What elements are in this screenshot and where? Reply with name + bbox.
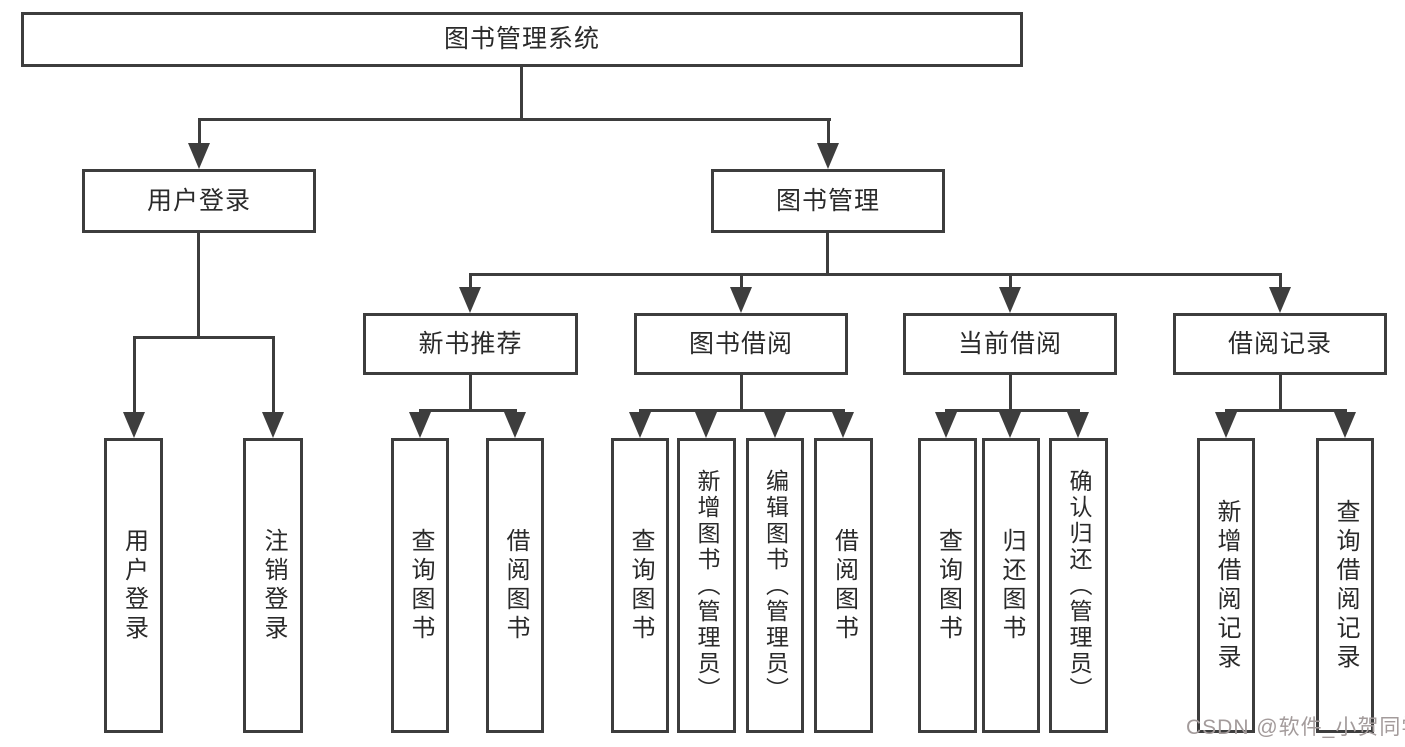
- arrow-down-icon: [695, 412, 717, 438]
- leaf-borrow-book-2-label: 借阅图书: [830, 527, 858, 644]
- arrow-down-icon: [935, 412, 957, 438]
- arrow-down-icon: [629, 412, 651, 438]
- leaf-edit-book: 编辑图书（管理员）: [746, 438, 804, 733]
- arrow-down-icon: [1269, 287, 1291, 313]
- leaf-confirm-return: 确认归还（管理员）: [1049, 438, 1108, 733]
- arrow-down-icon: [504, 412, 526, 438]
- connector-line: [1279, 273, 1282, 293]
- connector-line: [197, 233, 200, 339]
- leaf-user-login: 用户登录: [104, 438, 163, 733]
- leaf-return-book-label: 归还图书: [998, 527, 1025, 644]
- leaf-query-book-1-label: 查询图书: [407, 527, 434, 644]
- node-current-borrow: 当前借阅: [903, 313, 1117, 375]
- leaf-user-login-label: 用户登录: [120, 527, 148, 644]
- leaf-query-book-3-label: 查询图书: [934, 527, 962, 644]
- leaf-logout: 注销登录: [243, 438, 303, 733]
- leaf-edit-book-label: 编辑图书（管理员）: [762, 468, 789, 703]
- node-book-mgmt: 图书管理: [711, 169, 945, 233]
- arrow-down-icon: [409, 412, 431, 438]
- arrow-down-icon: [188, 143, 210, 169]
- connector-line: [198, 118, 831, 121]
- node-new-book-rec: 新书推荐: [363, 313, 578, 375]
- node-new-book-rec-label: 新书推荐: [418, 329, 523, 358]
- connector-line: [469, 375, 472, 412]
- connector-line: [133, 336, 274, 339]
- connector-line: [469, 273, 1281, 276]
- leaf-confirm-return-label: 确认归还（管理员）: [1066, 468, 1092, 703]
- leaf-return-book: 归还图书: [982, 438, 1040, 733]
- connector-line: [826, 233, 829, 276]
- connector-line: [827, 118, 830, 149]
- leaf-add-record-label: 新增借阅记录: [1213, 498, 1240, 673]
- leaf-borrow-book-1: 借阅图书: [486, 438, 544, 733]
- node-root-label: 图书管理系统: [443, 25, 600, 53]
- arrow-down-icon: [730, 287, 752, 313]
- connector-line: [740, 375, 743, 412]
- node-user-login: 用户登录: [82, 169, 316, 233]
- node-root: 图书管理系统: [21, 12, 1023, 67]
- arrow-down-icon: [832, 412, 854, 438]
- leaf-borrow-book-1-label: 借阅图书: [502, 527, 529, 644]
- connector-line: [1009, 375, 1012, 412]
- leaf-logout-label: 注销登录: [260, 527, 287, 644]
- arrow-down-icon: [262, 412, 284, 438]
- leaf-query-book-2: 查询图书: [611, 438, 669, 733]
- connector-line: [198, 118, 201, 149]
- arrow-down-icon: [1334, 412, 1356, 438]
- leaf-query-book-2-label: 查询图书: [627, 527, 654, 644]
- node-user-login-label: 用户登录: [146, 186, 251, 215]
- leaf-add-book-label: 新增图书（管理员）: [694, 468, 720, 703]
- csdn-watermark: CSDN @软件_小贺同学: [1186, 716, 1405, 739]
- leaf-query-book-1: 查询图书: [391, 438, 449, 733]
- arrow-down-icon: [123, 412, 145, 438]
- connector-line: [1279, 375, 1282, 412]
- node-book-borrow-label: 图书借阅: [688, 329, 793, 358]
- leaf-add-record: 新增借阅记录: [1197, 438, 1255, 733]
- leaf-query-record-label: 查询借阅记录: [1332, 498, 1359, 673]
- connector-line: [1009, 273, 1012, 293]
- leaf-query-record: 查询借阅记录: [1316, 438, 1374, 733]
- arrow-down-icon: [999, 287, 1021, 313]
- connector-line: [419, 409, 516, 412]
- arrow-down-icon: [764, 412, 786, 438]
- arrow-down-icon: [1067, 412, 1089, 438]
- node-book-borrow: 图书借阅: [634, 313, 848, 375]
- leaf-add-book: 新增图书（管理员）: [677, 438, 736, 733]
- connector-line: [1225, 409, 1346, 412]
- leaf-query-book-3: 查询图书: [918, 438, 977, 733]
- connector-line: [133, 336, 136, 418]
- arrow-down-icon: [459, 287, 481, 313]
- connector-line: [740, 273, 743, 293]
- connector-line: [272, 336, 275, 418]
- leaf-borrow-book-2: 借阅图书: [814, 438, 873, 733]
- arrow-down-icon: [999, 412, 1021, 438]
- node-borrow-record: 借阅记录: [1173, 313, 1387, 375]
- node-borrow-record-label: 借阅记录: [1227, 329, 1332, 358]
- connector-line: [520, 67, 523, 121]
- node-current-borrow-label: 当前借阅: [957, 329, 1062, 358]
- node-book-mgmt-label: 图书管理: [775, 186, 880, 215]
- connector-line: [469, 273, 472, 293]
- connector-line: [945, 409, 1079, 412]
- arrow-down-icon: [1215, 412, 1237, 438]
- arrow-down-icon: [817, 143, 839, 169]
- connector-line: [639, 409, 844, 412]
